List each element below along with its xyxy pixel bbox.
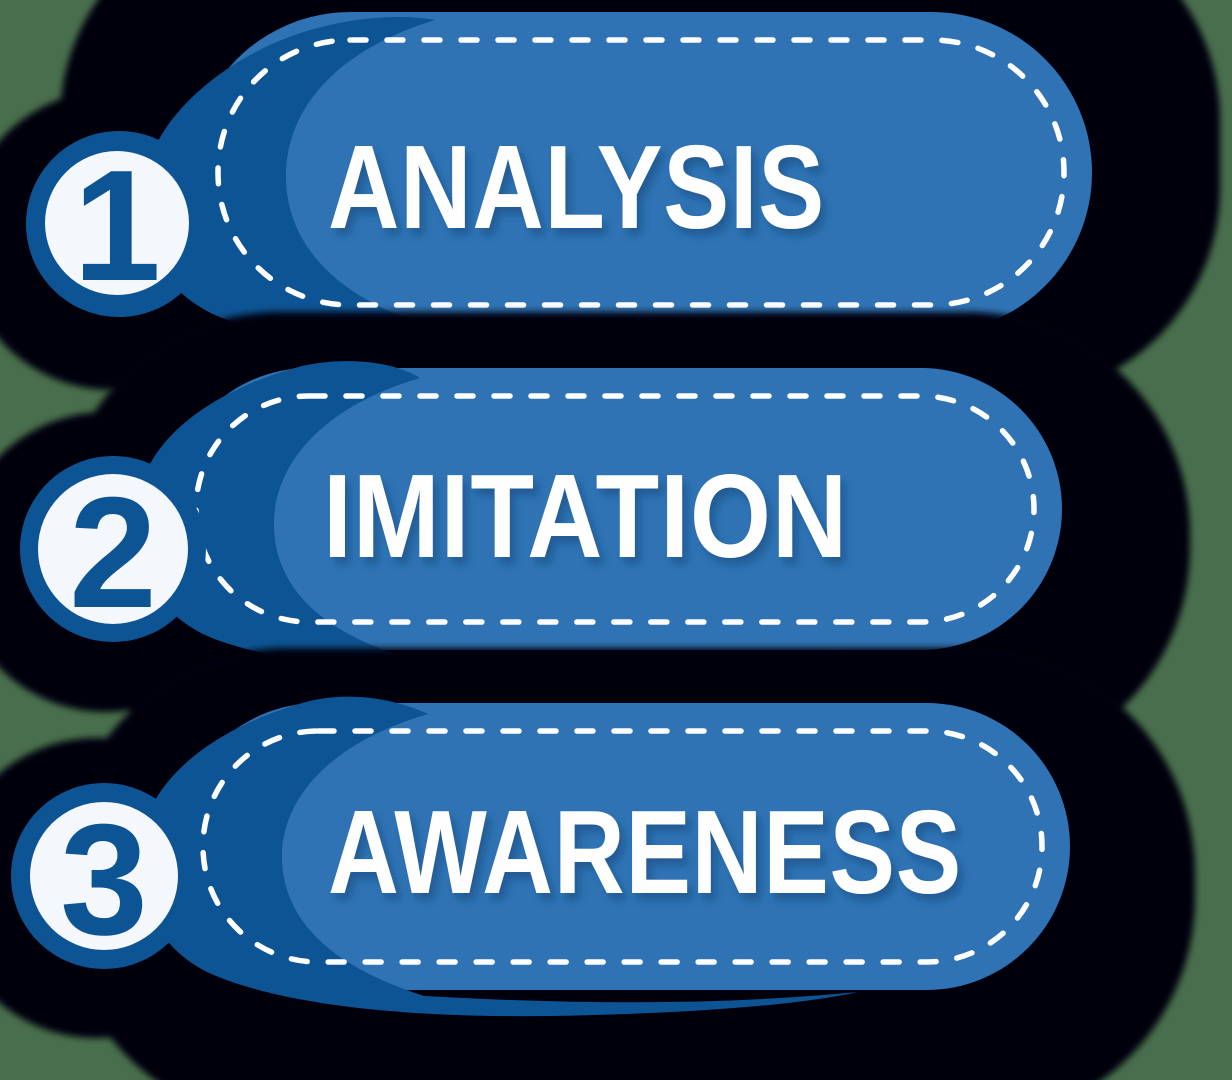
- step-3-dashed-border: [200, 728, 1045, 965]
- step-1-dashed-border: [215, 37, 1067, 308]
- step-3-number: 3: [60, 792, 148, 968]
- step-2-number: 2: [69, 465, 157, 641]
- step-2-pill: [168, 368, 1062, 650]
- step-1-swoosh: [143, 17, 872, 357]
- step-row-3: AWARENESS 3: [0, 648, 1195, 1080]
- step-3-badge-circle: [30, 802, 178, 950]
- step-1-label: ANALYSIS: [328, 121, 825, 254]
- step-1-number: 1: [73, 138, 161, 314]
- step-3-label: AWARENESS: [328, 786, 962, 919]
- step-row-1: ANALYSIS 1: [0, 0, 1220, 398]
- step-3-pill: [175, 703, 1070, 990]
- step-1-pill: [190, 12, 1092, 333]
- step-1-badge-circle: [45, 151, 189, 295]
- step-2-badge-circle: [38, 474, 188, 624]
- step-2-label: IMITATION: [323, 450, 848, 583]
